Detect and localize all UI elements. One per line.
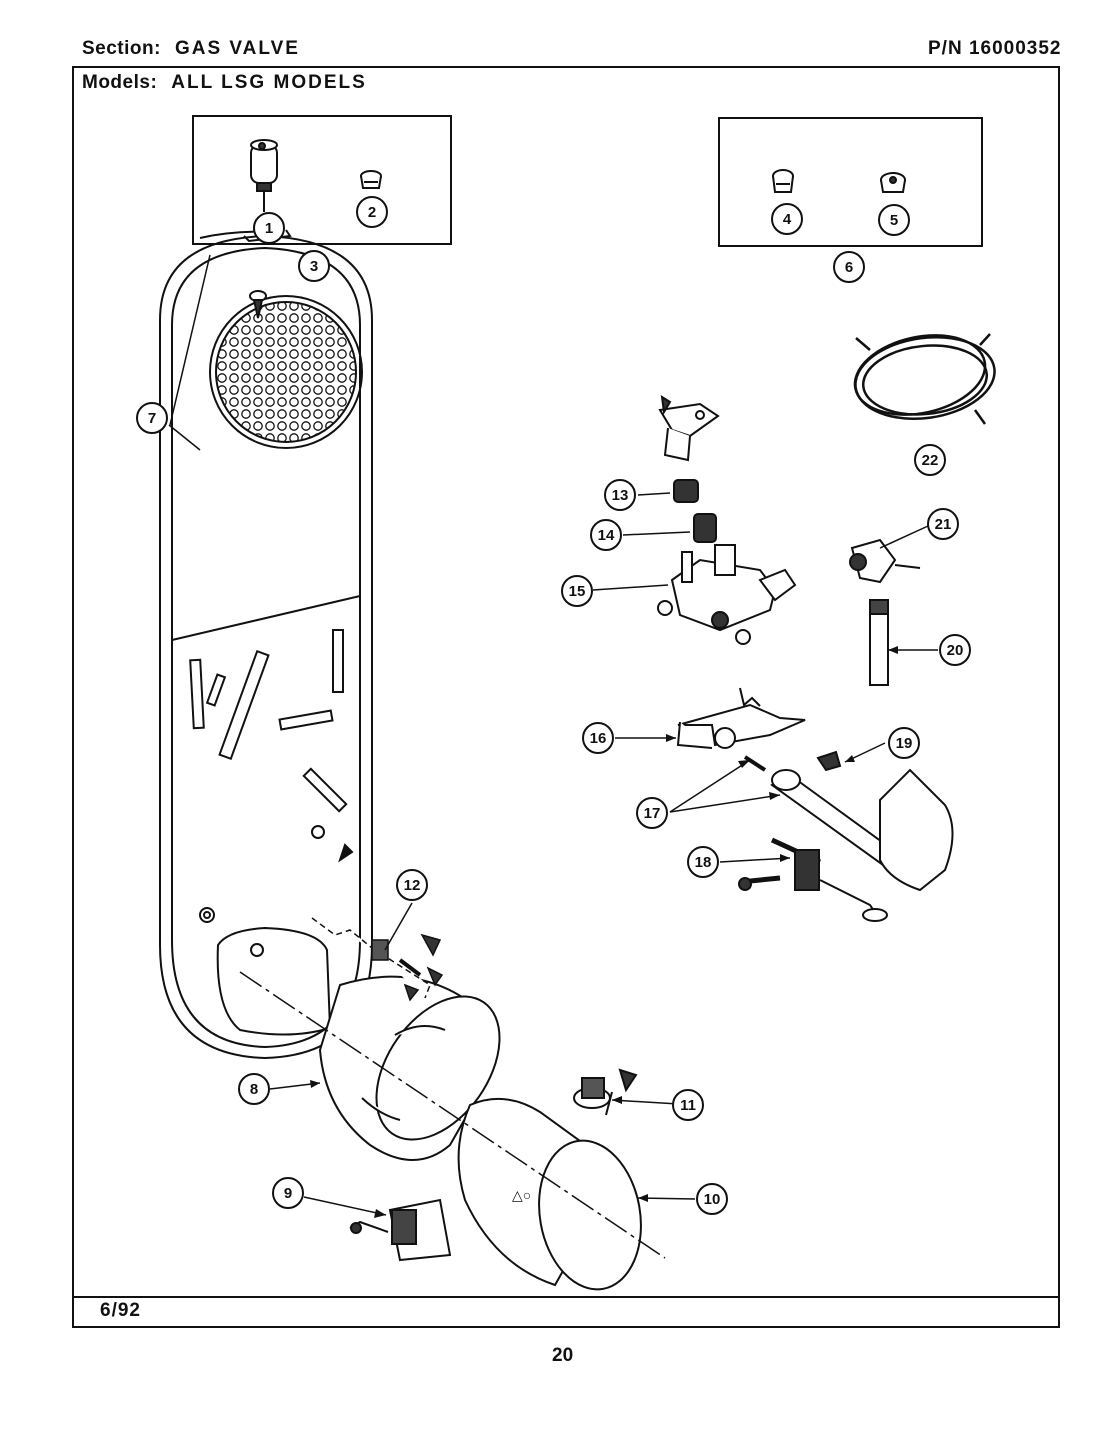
svg-text:9: 9 <box>284 1185 292 1202</box>
cap-part-2 <box>360 170 382 189</box>
fitting-part-21 <box>849 538 921 584</box>
models-label: Models: <box>82 72 158 93</box>
cap-part-4 <box>772 169 794 193</box>
svg-text:5: 5 <box>890 212 898 229</box>
callout-10: 10 <box>696 1183 728 1215</box>
diagram-frame <box>72 66 1060 1328</box>
svg-text:21: 21 <box>935 516 952 533</box>
callout-1: 1 <box>253 212 285 244</box>
clip-part-19 <box>816 750 842 772</box>
callout-20: 20 <box>939 634 971 666</box>
duct-panel-part-7 <box>159 229 373 1060</box>
callout-14: 14 <box>590 519 622 551</box>
svg-text:2: 2 <box>368 204 376 221</box>
callout-9: 9 <box>272 1177 304 1209</box>
callout-17: 17 <box>636 797 668 829</box>
svg-text:4: 4 <box>783 211 792 228</box>
assembly-axis-line <box>239 971 666 1259</box>
callout-18: 18 <box>687 846 719 878</box>
pipe-part-20 <box>869 599 889 686</box>
part-number: P/N 16000352 <box>928 38 1062 59</box>
bracket-part-12 <box>311 917 444 1002</box>
igniter-part-18 <box>738 837 888 922</box>
callout-12: 12 <box>396 869 428 901</box>
svg-text:8: 8 <box>250 1081 258 1098</box>
svg-text:20: 20 <box>947 642 964 659</box>
callout-22: 22 <box>914 444 946 476</box>
svg-text:11: 11 <box>680 1097 696 1114</box>
leader-arrowheads <box>310 646 898 1218</box>
svg-text:22: 22 <box>922 452 939 469</box>
svg-text:3: 3 <box>310 258 318 275</box>
svg-text:6: 6 <box>845 259 853 276</box>
callout-5: 5 <box>878 204 910 236</box>
callout-11: 11 <box>672 1089 704 1121</box>
footer-divider <box>72 1296 1060 1298</box>
igniter-bracket-part-16 <box>676 687 806 749</box>
models-header: Models: ALL LSG MODELS <box>82 72 367 94</box>
igniter-part-17 <box>743 755 954 892</box>
orifice-part-1 <box>250 139 278 212</box>
callout-7: 7 <box>136 402 168 434</box>
screw-icon <box>249 290 267 319</box>
page-number: 20 <box>552 1345 574 1366</box>
callout-21: 21 <box>927 508 959 540</box>
callout-8: 8 <box>238 1073 270 1105</box>
svg-text:7: 7 <box>148 410 156 427</box>
svg-text:17: 17 <box>644 805 661 822</box>
svg-text:14: 14 <box>598 527 615 544</box>
leader-lines <box>168 254 938 1216</box>
callout-4: 4 <box>771 203 803 235</box>
svg-text:13: 13 <box>612 487 629 504</box>
gas-valve-part-15 <box>657 395 797 645</box>
revision-date: 6/92 <box>100 1300 141 1321</box>
svg-text:12: 12 <box>404 877 421 894</box>
sensor-part-11 <box>573 1068 638 1116</box>
svg-text:15: 15 <box>569 583 586 600</box>
callout-16: 16 <box>582 722 614 754</box>
svg-text:10: 10 <box>704 1191 721 1208</box>
svg-text:18: 18 <box>695 854 712 871</box>
section-label: Section: <box>82 38 161 59</box>
callout-19: 19 <box>888 727 920 759</box>
kit-box-6 <box>718 117 983 247</box>
callout-2: 2 <box>356 196 388 228</box>
section-value: GAS VALVE <box>174 38 300 59</box>
callout-6: 6 <box>833 251 865 283</box>
models-value: ALL LSG MODELS <box>171 72 367 93</box>
callout-15: 15 <box>561 575 593 607</box>
switch-part-9 <box>349 1198 452 1262</box>
kit-box-3 <box>192 115 452 245</box>
callout-13: 13 <box>604 479 636 511</box>
callout-markers: 1 2 3 4 5 6 7 8 9 10 11 12 13 14 15 16 1… <box>136 196 971 1215</box>
svg-text:△○: △○ <box>512 1187 531 1203</box>
combustion-chamber-part-10: △○ <box>457 1097 642 1291</box>
svg-text:16: 16 <box>590 730 607 747</box>
callout-3: 3 <box>298 250 330 282</box>
cap-part-5 <box>880 172 906 193</box>
section-header: Section: GAS VALVE <box>82 38 300 60</box>
wire-harness-part-22 <box>853 333 996 425</box>
svg-text:1: 1 <box>265 220 273 237</box>
svg-text:19: 19 <box>896 735 913 752</box>
